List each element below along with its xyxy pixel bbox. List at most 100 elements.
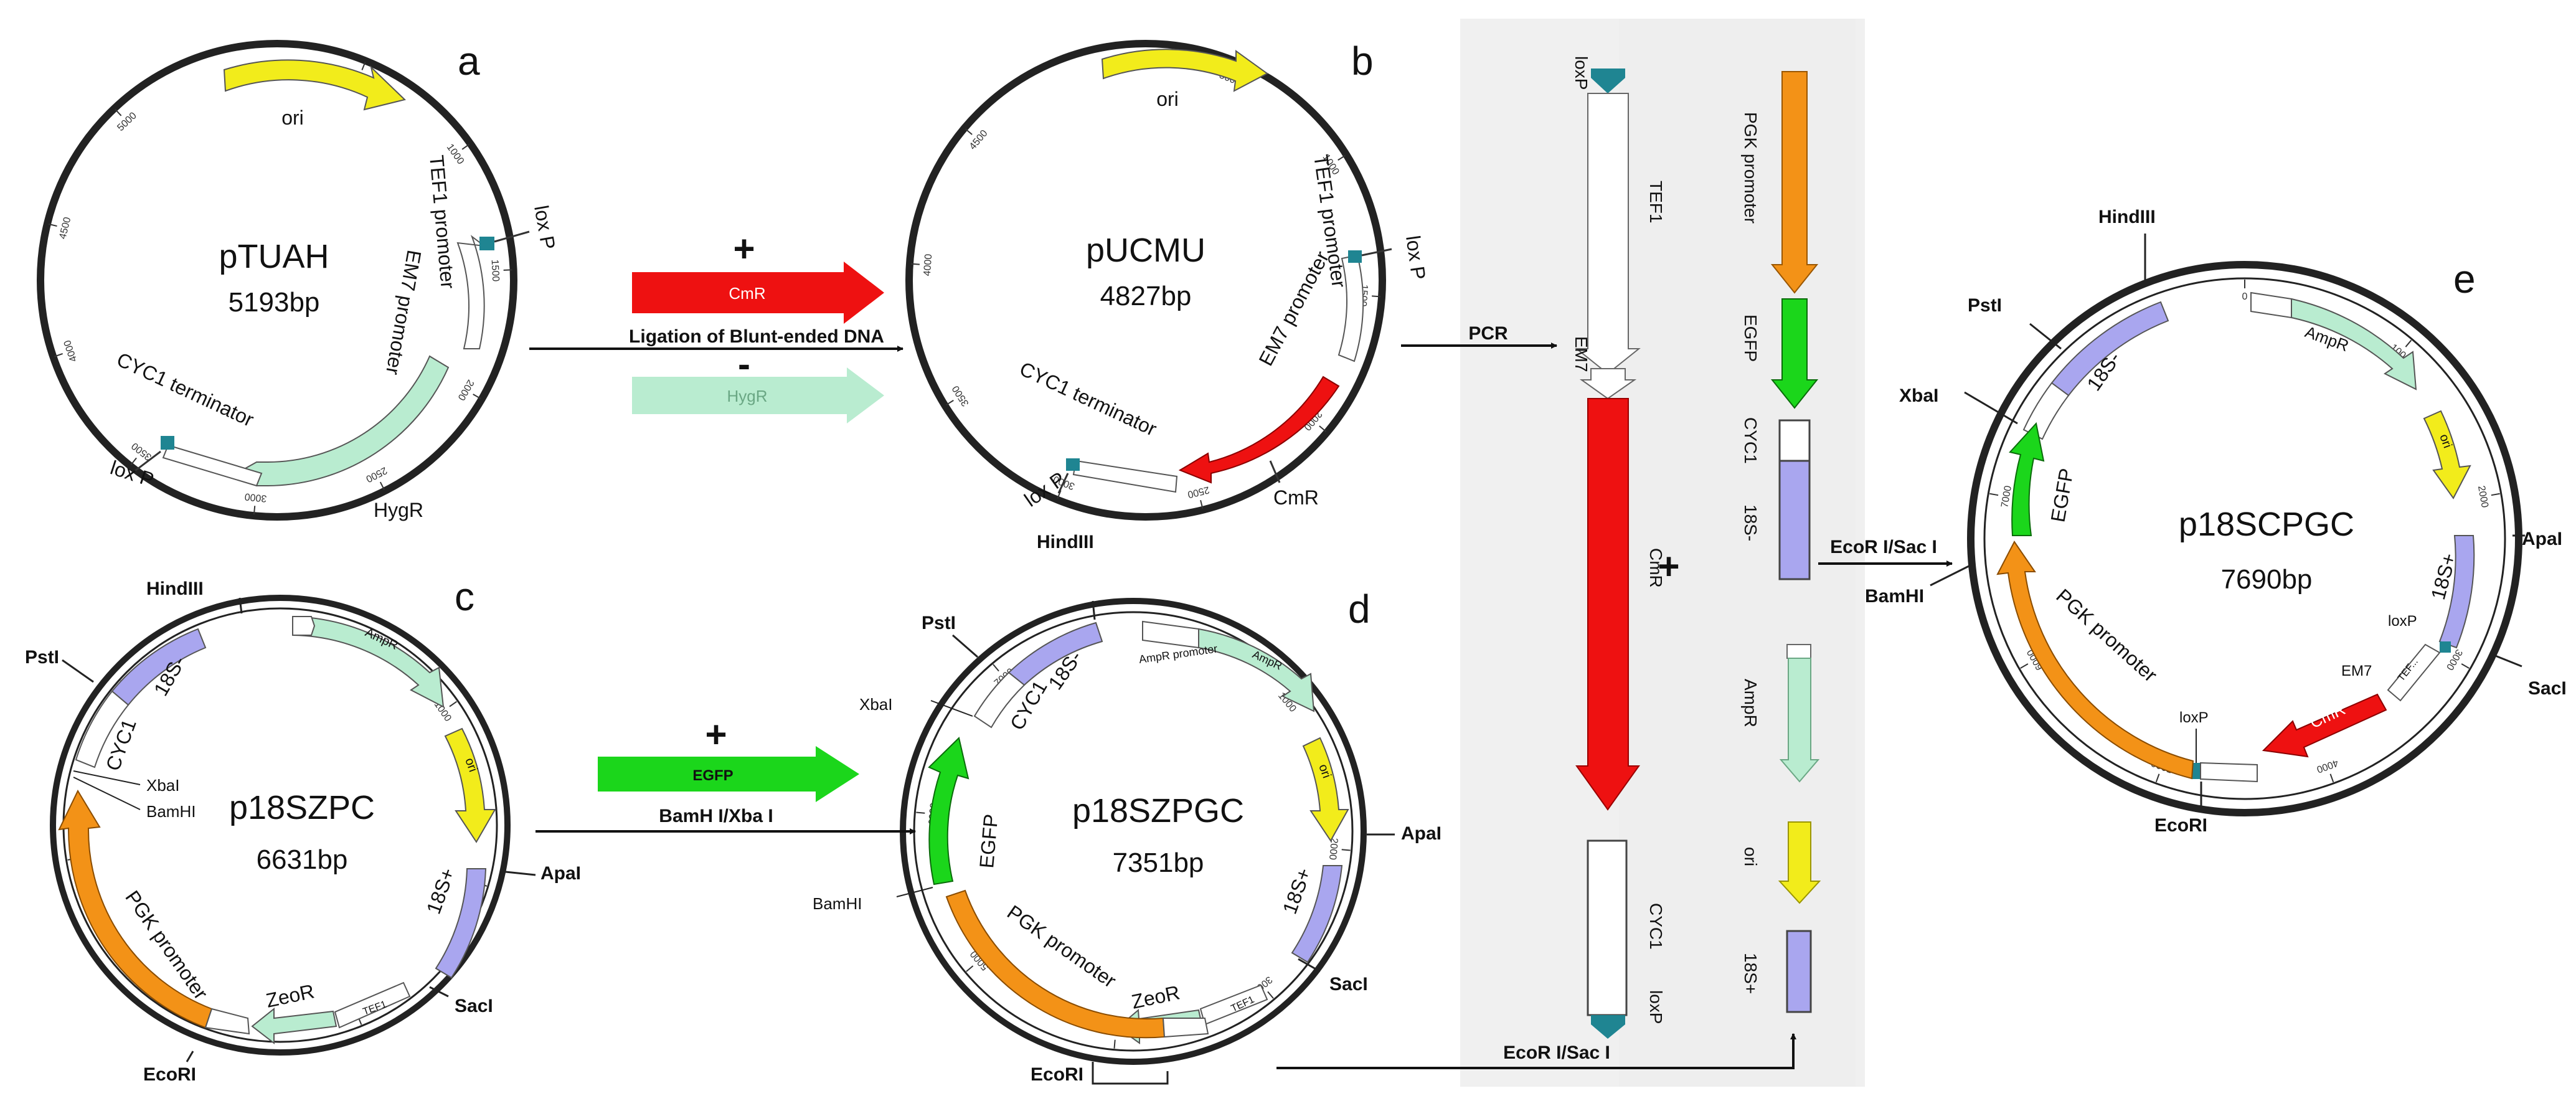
hindiii-site: HindIII [2098,207,2156,227]
18s-plus-element [1786,930,1812,1013]
tick-mark [473,394,481,399]
18s-minus-label: 18S- [1741,504,1760,541]
ecor-bottom-arrow [1276,1033,1796,1069]
tick-mark [2461,663,2470,669]
xbai-leader [1964,391,2018,425]
loxp-top-label: lox P [1402,234,1430,281]
tick-mark [1989,493,1999,496]
backbone-circle [37,40,517,521]
cmr-insert-arrow [632,262,884,324]
tick-label: 4000 [62,339,80,363]
plasmid-map-b: 50010001500200025003000350040004500 b pU… [905,39,1430,521]
inner-circle [1983,277,2506,800]
cyc1-terminator-feature [1072,460,1178,493]
psti-leader [2029,323,2062,350]
ecori-site: EcoRI [2154,815,2207,836]
tef-feature [2387,643,2441,702]
minus-sign: - [738,343,750,385]
loxp-top-leader [494,230,530,243]
tick-mark [2020,663,2029,669]
bamhi-site: BamHI [146,802,196,821]
pcr-label: PCR [1468,323,1508,344]
plasmid-map-d: 1000200030004000500060007000 d p18SZPGC … [813,532,1441,1085]
18s-plus-feature [1291,865,1343,963]
digest-label: BamH I/Xba I [659,806,773,826]
tick-mark [361,62,366,70]
cmr-leader [1269,460,1281,483]
cyc1-label: CYC1 [1646,903,1666,950]
bamhi-site: BamHI [813,894,862,913]
ori-feature [223,59,406,111]
18s-minus-element [1778,460,1811,580]
tick-mark [2155,773,2160,783]
tick-mark [1057,490,1062,499]
tick-label: 2000 [2476,485,2490,509]
egfp-insert-arrow [598,746,859,802]
saci-site: SacI [455,996,493,1016]
hindiii-site: HindIII [146,579,204,599]
operation-a-to-b: + CmR Ligation of Blunt-ended DNA - HygR [529,228,903,423]
tick-mark [449,701,458,707]
cmr-feature [2262,693,2387,758]
em7-label: EM7 [1572,336,1591,372]
tick-label: 2000 [1327,838,1339,861]
hygr-feature [235,355,450,486]
ori-feature [2423,410,2471,499]
ampr-promoter-feature [2250,291,2292,319]
backbone-circle [905,40,1386,521]
xbai-site: XbaI [859,695,893,714]
cyc1-terminator-feature [162,444,263,487]
plasmid-size: 7351bp [1113,848,1204,878]
plasmid-size: 7690bp [2221,564,2313,595]
tick-label: 4500 [968,128,990,152]
loxp-bottom-element [1591,1015,1625,1039]
ampr-promoter-feature [1142,620,1199,649]
tick-mark [965,128,973,135]
ecori-leader [186,1051,194,1062]
tick-mark [379,481,385,490]
tick-label: 4000 [2315,757,2339,775]
tef1-promoter-feature [1338,254,1364,362]
tick-mark [1267,991,1274,999]
tick-mark [916,811,925,814]
tick-mark [2405,339,2412,347]
zeor-label: ZeoR [264,980,316,1011]
cmr-label: CmR [1646,548,1666,588]
loxp-top-feature [1348,250,1362,263]
plasmid-size: 6631bp [257,844,348,875]
psti-site: PstI [922,613,956,633]
pgk-promoter-label: PGK promoter [2052,584,2161,686]
pgk-promoter-feature [1996,541,2194,780]
tick-mark [1200,499,1204,509]
tick-mark [910,263,920,265]
cassette-background-right [1619,19,1856,1087]
tick-label: 2000 [455,377,476,402]
hygr-label: HygR [374,499,423,521]
xbai-site: XbaI [146,776,180,795]
tick-mark [1341,849,1351,851]
tick-label: 3000 [244,491,267,503]
psti-leader [62,659,94,683]
tick-mark [48,223,57,227]
apai-site: ApaI [1401,823,1441,844]
plasmid-name: p18SZPGC [1072,792,1244,830]
tick-mark [966,965,974,972]
tick-mark [2329,773,2334,783]
plasmid-size: 4827bp [1100,281,1192,311]
18s-plus-label: 18S+ [1278,865,1316,917]
tick-mark [461,143,470,150]
tick-label: 2500 [1186,484,1210,499]
loxp-top-label: loxP [2388,613,2417,630]
cyc1-terminator-label: CYC1 terminator [1016,357,1160,440]
ori-feature [444,727,496,843]
plasmid-name: p18SCPGC [2179,506,2354,543]
plasmid-name: pTUAH [219,238,329,275]
cyc1-label: CYC1 [1741,417,1760,464]
backbone-fragment: AmpR ori 18S+ [1741,644,1821,1013]
18s-minus-feature [2050,301,2169,397]
ori-feature [1101,49,1268,92]
panel-letter: a [458,39,480,83]
xbai-site: XbaI [1899,385,1938,406]
pgk-element [1770,71,1819,294]
